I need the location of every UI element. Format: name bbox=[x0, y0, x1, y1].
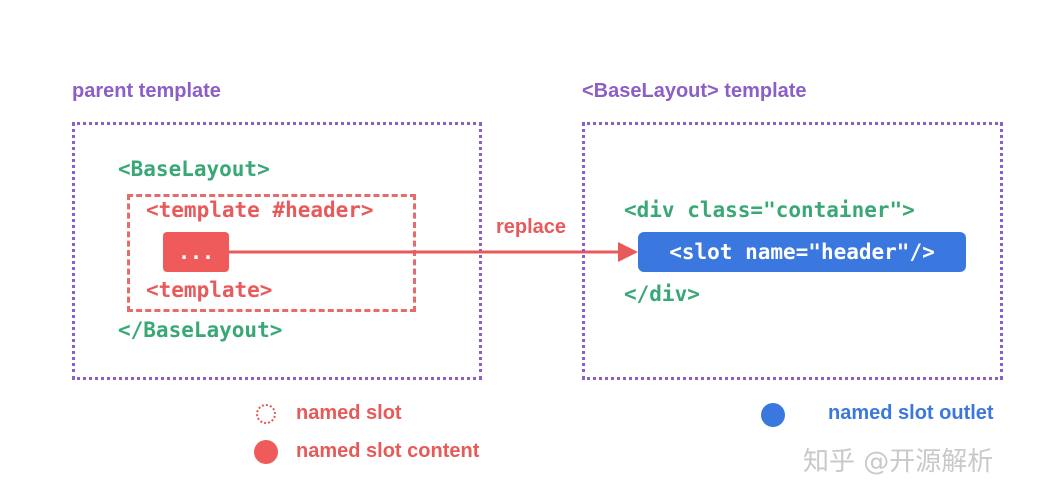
div-close-tag: </div> bbox=[624, 282, 700, 306]
named-slot-outlet-legend-label: named slot outlet bbox=[828, 402, 994, 424]
parent-template-title: parent template bbox=[72, 80, 221, 102]
baselayout-template-panel bbox=[582, 122, 1003, 380]
named-slot-legend-label: named slot bbox=[296, 402, 402, 424]
div-container-open-tag: <div class="container"> bbox=[624, 198, 915, 222]
baselayout-open-tag: <BaseLayout> bbox=[118, 157, 270, 181]
template-header-open-tag: <template #header> bbox=[146, 198, 374, 222]
named-slot-content-text: ... bbox=[177, 240, 215, 264]
replace-arrow-head bbox=[618, 242, 638, 262]
watermark-text: 知乎 @开源解析 bbox=[803, 447, 994, 477]
named-slot-legend-icon bbox=[256, 404, 276, 424]
template-close-tag: <template> bbox=[146, 278, 273, 302]
baselayout-template-title: <BaseLayout> template bbox=[582, 80, 807, 102]
named-slot-content-legend-label: named slot content bbox=[296, 440, 480, 462]
named-slot-outlet-legend-icon bbox=[761, 403, 785, 427]
replace-label: replace bbox=[496, 216, 567, 238]
named-slot-outlet-box: <slot name="header"/> bbox=[638, 232, 966, 272]
baselayout-close-tag: </BaseLayout> bbox=[118, 318, 283, 342]
slot-header-tag: <slot name="header"/> bbox=[669, 240, 935, 264]
named-slot-content-box: ... bbox=[163, 232, 229, 272]
named-slot-content-legend-icon bbox=[254, 440, 278, 464]
